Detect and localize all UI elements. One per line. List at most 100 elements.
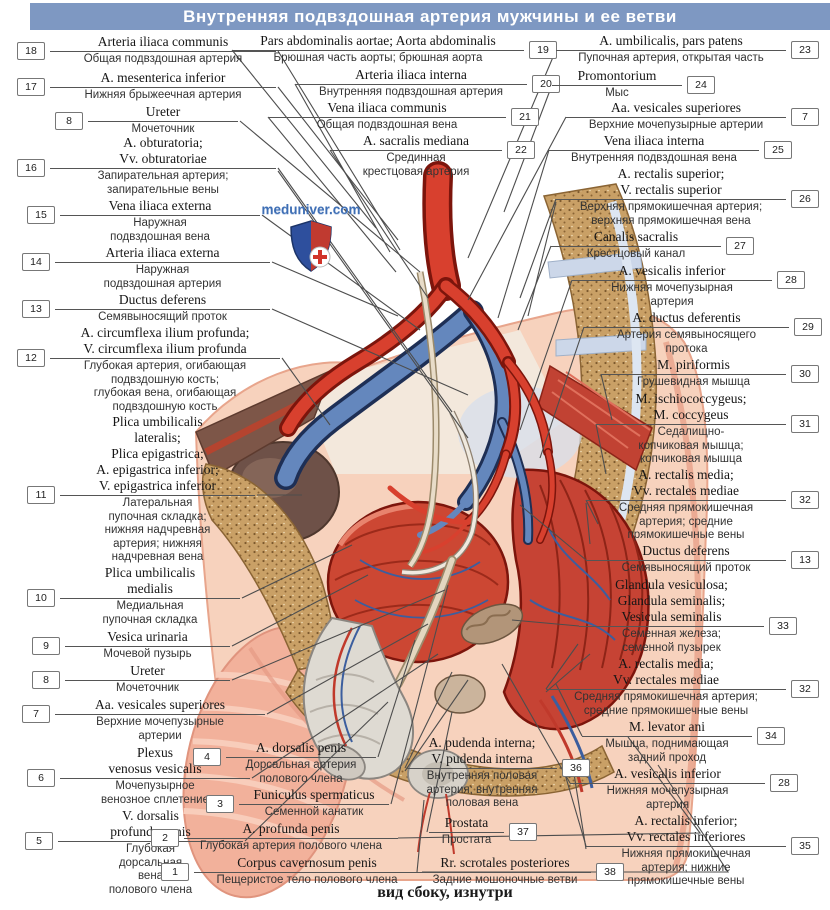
label-russian-term: Семявыносящий проток xyxy=(621,562,751,574)
label-russian-term: Нижняя мочепузырная артерия xyxy=(611,282,733,308)
label-number-chip: 14 xyxy=(22,252,50,271)
label-number-chip: 19 xyxy=(529,40,557,59)
ductus-deferens-shape xyxy=(401,410,479,576)
label-number-chip: 6 xyxy=(27,768,55,787)
label-russian-term: Латеральная пупочная складка; нижняя над… xyxy=(104,497,211,563)
label-number-chip: 10 xyxy=(27,588,55,607)
label-russian-term: Брюшная часть аорты; брюшная аорта xyxy=(273,52,483,64)
label-number-chip: 23 xyxy=(791,40,819,59)
label-russian-term: Мочевой пузырь xyxy=(103,648,192,660)
label-russian-term: Нижняя брыжеечная артерия xyxy=(84,89,242,101)
label-number-chip: 24 xyxy=(687,75,715,94)
sacral-canal-shape xyxy=(605,200,642,558)
label-number-chip: 5 xyxy=(25,831,53,850)
label-russian-term: Пупочная артерия, открытая часть xyxy=(578,52,764,64)
label-5-v-dorsalis-profunda-penis: V. dorsalis profunda penis5Глубокая дорс… xyxy=(25,808,243,897)
label-number-chip: 35 xyxy=(791,836,819,855)
label-russian-term: Средняя прямокишечная артерия; средние п… xyxy=(574,691,758,717)
label-number-chip: 17 xyxy=(17,77,45,96)
label-number-chip: 18 xyxy=(17,41,45,60)
label-latin-term: Plica umbilicalis lateralis; Plica epiga… xyxy=(27,414,255,504)
label-number-chip: 4 xyxy=(193,747,221,766)
label-number-chip: 13 xyxy=(22,299,50,318)
label-russian-term: Наружная подвздошная артерия xyxy=(103,264,222,290)
label-number-chip: 36 xyxy=(562,758,590,777)
page-title: Внутренняя подвздошная артерия мужчины и… xyxy=(30,3,830,30)
label-russian-term: Общая подвздошная артерия xyxy=(83,53,243,65)
label-number-chip: 11 xyxy=(27,485,55,504)
label-number-chip: 33 xyxy=(769,616,797,635)
label-russian-term: Срединная крестцовая артерия xyxy=(362,152,470,178)
label-number-chip: 9 xyxy=(32,636,60,655)
label-russian-term: Седалищно- копчиковая мышца; копчиковая … xyxy=(638,426,744,465)
label-number-chip: 3 xyxy=(206,794,234,813)
label-russian-term: Пещеристое тело полового члена xyxy=(216,874,398,886)
label-number-chip: 20 xyxy=(532,74,560,93)
view-caption: вид сбоку, изнутри xyxy=(377,884,513,901)
label-latin-term: Glandula vesiculosa; Glandula seminalis;… xyxy=(579,577,797,635)
label-number-chip: 22 xyxy=(507,140,535,159)
label-russian-term: Грушевидная мышца xyxy=(636,376,750,388)
label-number-chip: 34 xyxy=(757,726,785,745)
label-number-chip: 26 xyxy=(791,189,819,208)
label-number-chip: 31 xyxy=(791,414,819,433)
label-number-chip: 29 xyxy=(794,317,822,336)
label-number-chip: 16 xyxy=(17,158,45,177)
label-russian-term: Верхняя прямокишечная артерия; верхняя п… xyxy=(579,201,763,227)
label-12-a-circumflexa-ilium: A. circumflexa ilium profunda; V. circum… xyxy=(17,325,280,414)
label-russian-term: Глубокая артерия, огибающая подвздошную … xyxy=(83,360,247,413)
label-11-plica-umbilicalis-lateralis: Plica umbilicalis lateralis; Plica epiga… xyxy=(27,414,255,565)
label-number-chip: 7 xyxy=(791,107,819,126)
label-russian-term: Простата xyxy=(441,834,492,846)
label-russian-term: Внутренняя подвздошная артерия xyxy=(319,86,503,98)
label-latin-term: A. rectalis superior; V. rectalis superi… xyxy=(556,166,819,208)
label-number-chip: 25 xyxy=(764,140,792,159)
label-russian-term: Артерия семявыносящего протока xyxy=(616,329,757,355)
label-russian-term: Мочеточник xyxy=(131,123,195,135)
label-number-chip: 15 xyxy=(27,205,55,224)
label-russian-term: Общая подвздошная вена xyxy=(316,119,458,131)
label-russian-term: Мочепузырное венозное сплетение xyxy=(100,780,209,806)
label-number-chip: 30 xyxy=(791,364,819,383)
label-number-chip: 8 xyxy=(55,111,83,130)
label-russian-term: Мочеточник xyxy=(116,682,179,694)
label-number-chip: 7 xyxy=(22,704,50,723)
watermark-text: meduniver.com xyxy=(261,202,361,217)
label-number-chip: 1 xyxy=(161,862,189,881)
